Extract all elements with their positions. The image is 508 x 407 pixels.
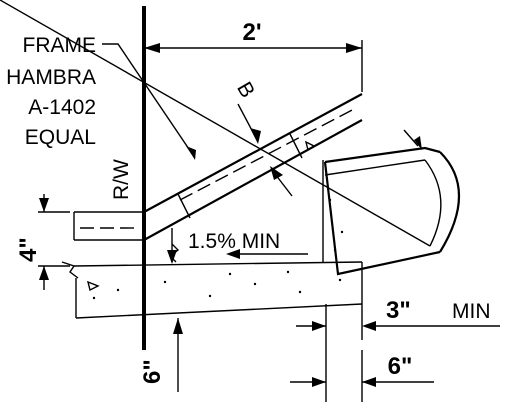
width-dimension (144, 40, 363, 92)
frame-label-line2: HAMBRA (6, 66, 96, 89)
outlet-pipe (0, 0, 460, 276)
slope-arrow (167, 228, 308, 264)
depth-label: 6" (139, 359, 166, 384)
bottom-dimension-label: 6" (388, 353, 413, 380)
width-dimension-label: 2' (242, 19, 261, 46)
thickness-label: B (232, 78, 259, 102)
depth-dimension (173, 318, 183, 392)
frame-leader (102, 43, 196, 160)
min-clear-dimension (296, 304, 500, 402)
frame-label-line3: A-1402 (28, 96, 96, 119)
curb-height-dimension (38, 194, 70, 290)
sidewalk-slab (73, 211, 144, 241)
frame-label-line4: EQUAL (25, 126, 96, 149)
grate-arrow (403, 129, 422, 150)
slope-label: 1.5% MIN (188, 230, 280, 253)
base-slab (61, 261, 363, 319)
bottom-dimension (290, 350, 434, 402)
thickness-dimension (237, 103, 293, 197)
sloped-frame (143, 93, 363, 241)
min-clear-suffix-label: MIN (452, 300, 491, 323)
right-of-way-label: R/W (110, 159, 133, 200)
min-clear-value-label: 3" (386, 297, 411, 324)
frame-label-line1: FRAME (23, 34, 97, 57)
curb-height-label: 4" (15, 237, 42, 262)
